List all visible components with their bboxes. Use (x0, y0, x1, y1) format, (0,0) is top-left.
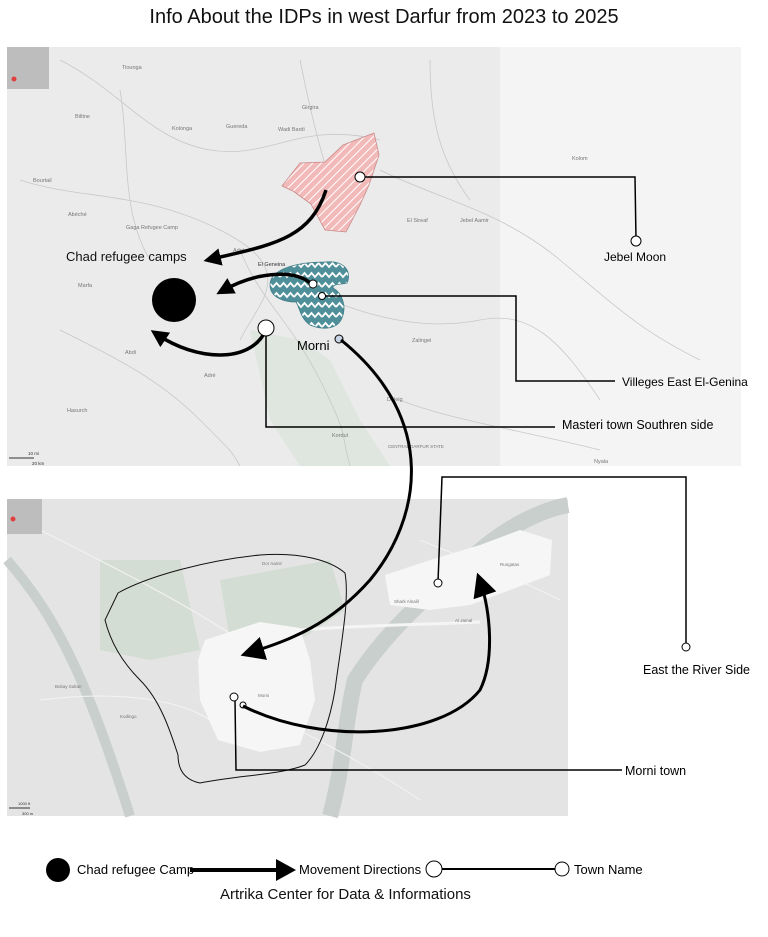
morni-town-leader (234, 699, 622, 771)
place-label: Bokay Sultan (55, 684, 82, 689)
top-leader-lines (265, 176, 637, 428)
movement-arrow-masteri (150, 329, 268, 357)
legend-town-icon-a (425, 860, 443, 878)
legend-arrow-icon (276, 859, 296, 881)
jebel-moon-area (281, 132, 380, 233)
top-map-light-area (500, 47, 741, 466)
top-map: Tiounga Biltine Kolonga Guereda Wadi Bar… (7, 47, 748, 467)
morni-builtup-area (198, 622, 315, 752)
masteri-label: Masteri town Southren side (562, 418, 714, 432)
jebel-moon-point-icon (354, 171, 366, 183)
place-label: Girgira (302, 105, 319, 111)
villages-label: Villeges East El-Genina (622, 375, 748, 389)
place-label: Guereda (226, 124, 248, 130)
river-side-leader (437, 476, 687, 645)
bottom-map-place-labels: Dor Aamir Shark Alnalil Rungatas Al Jama… (55, 561, 520, 719)
villages-leader (322, 295, 615, 382)
place-label: El Sireaf (407, 218, 428, 224)
place-label: Marfa (78, 283, 93, 289)
movement-arrow-jebel (203, 189, 328, 266)
legend: Chad refugee Camp Movement Directions To… (46, 858, 643, 882)
chad-camp-marker (152, 278, 196, 322)
river-side-point-icon (433, 578, 443, 588)
scale-label: 10 mi (28, 451, 39, 456)
place-label: Shark Alnalil (394, 599, 419, 604)
morni-town-label: Morni town (625, 764, 686, 778)
jebel-moon-label: Jebel Moon (604, 250, 666, 264)
place-label: Zalingei (412, 338, 431, 344)
jebel-moon-label-point-icon (630, 235, 642, 247)
place-label: Adré (204, 373, 216, 379)
scale-label: 1000 ft (18, 801, 31, 806)
place-label: Abdi (125, 350, 136, 356)
top-map-green-area (250, 330, 390, 466)
el-genina-villages-area (269, 261, 349, 329)
legend-town-label: Town Name (574, 862, 643, 877)
morni-town-point-icon (229, 692, 239, 702)
bottom-road (299, 620, 481, 632)
place-label: Kolonga (172, 126, 193, 132)
place-label: Kordul (332, 433, 348, 439)
river-side-builtup-area (385, 530, 552, 610)
masteri-point-icon (257, 319, 275, 337)
jebel-moon-leader (360, 176, 637, 241)
place-label: Rungatas (500, 562, 520, 567)
chad-camps-label: Chad refugee camps (66, 249, 187, 264)
place-label: Abéché (68, 212, 87, 218)
place-label: Kodingo (120, 714, 137, 719)
place-label: CENTRAL DARFUR STATE (388, 444, 444, 449)
place-label: Biltine (75, 114, 90, 120)
map-title: Info About the IDPs in west Darfur from … (149, 6, 619, 28)
place-label: Tiounga (122, 65, 143, 71)
place-label: Wadi Bardi (278, 127, 305, 133)
movement-arrow-town-to-river (242, 572, 497, 734)
legend-camp-icon (46, 858, 70, 882)
bottom-leader-lines (234, 476, 687, 771)
top-map-borders (19, 59, 701, 467)
masteri-leader (265, 330, 555, 428)
bottom-map-green-area (100, 560, 200, 660)
bottom-river-west (3, 556, 135, 818)
bottom-map: Dor Aamir Shark Alnalil Rungatas Al Jama… (3, 476, 750, 819)
bottom-map-inset (7, 499, 42, 534)
top-movement-arrows (150, 189, 328, 357)
place-label: Bourtail (33, 178, 52, 184)
place-label: Nyala (594, 459, 609, 465)
bottom-inset-location-icon (10, 516, 16, 522)
bottom-map-scale: 1000 ft 300 m (9, 801, 34, 816)
bottom-map-green-area-2 (220, 560, 345, 640)
place-label: Hasurch (67, 408, 87, 414)
place-label: Kolom (572, 156, 588, 162)
morni-label: Morni (297, 338, 330, 353)
legend-movement-label: Movement Directions (299, 862, 422, 877)
morni-boundary (104, 553, 347, 784)
scale-label: 300 m (22, 811, 34, 816)
movement-arrow-genina (216, 272, 314, 295)
top-map-inset (7, 47, 49, 89)
scale-label: 20 km (32, 461, 45, 466)
villages-point-icon (318, 292, 326, 300)
place-label: El Geneina (258, 262, 286, 268)
legend-town-icon-b (554, 861, 570, 877)
place-label: Jebel Aamir (460, 218, 489, 224)
place-label: Deleig (387, 397, 403, 403)
credit-text: Artrika Center for Data & Informations (220, 886, 471, 903)
el-genina-point-icon (308, 279, 318, 289)
cross-map-arrows (240, 338, 497, 734)
top-inset-location-icon (11, 76, 17, 82)
legend-camp-label: Chad refugee Camp (77, 862, 194, 877)
place-label: Dor Aamir (262, 561, 283, 566)
movement-arrow-morni-to-town (240, 338, 413, 660)
place-label: Al Jamal (455, 618, 472, 623)
place-label: Gaga Refugee Camp (126, 225, 178, 231)
river-side-label-point-icon (681, 642, 691, 652)
top-map-scale: 10 mi 20 km (9, 451, 45, 466)
place-label: Morni (258, 693, 269, 698)
river-side-label: East the River Side (643, 663, 750, 677)
